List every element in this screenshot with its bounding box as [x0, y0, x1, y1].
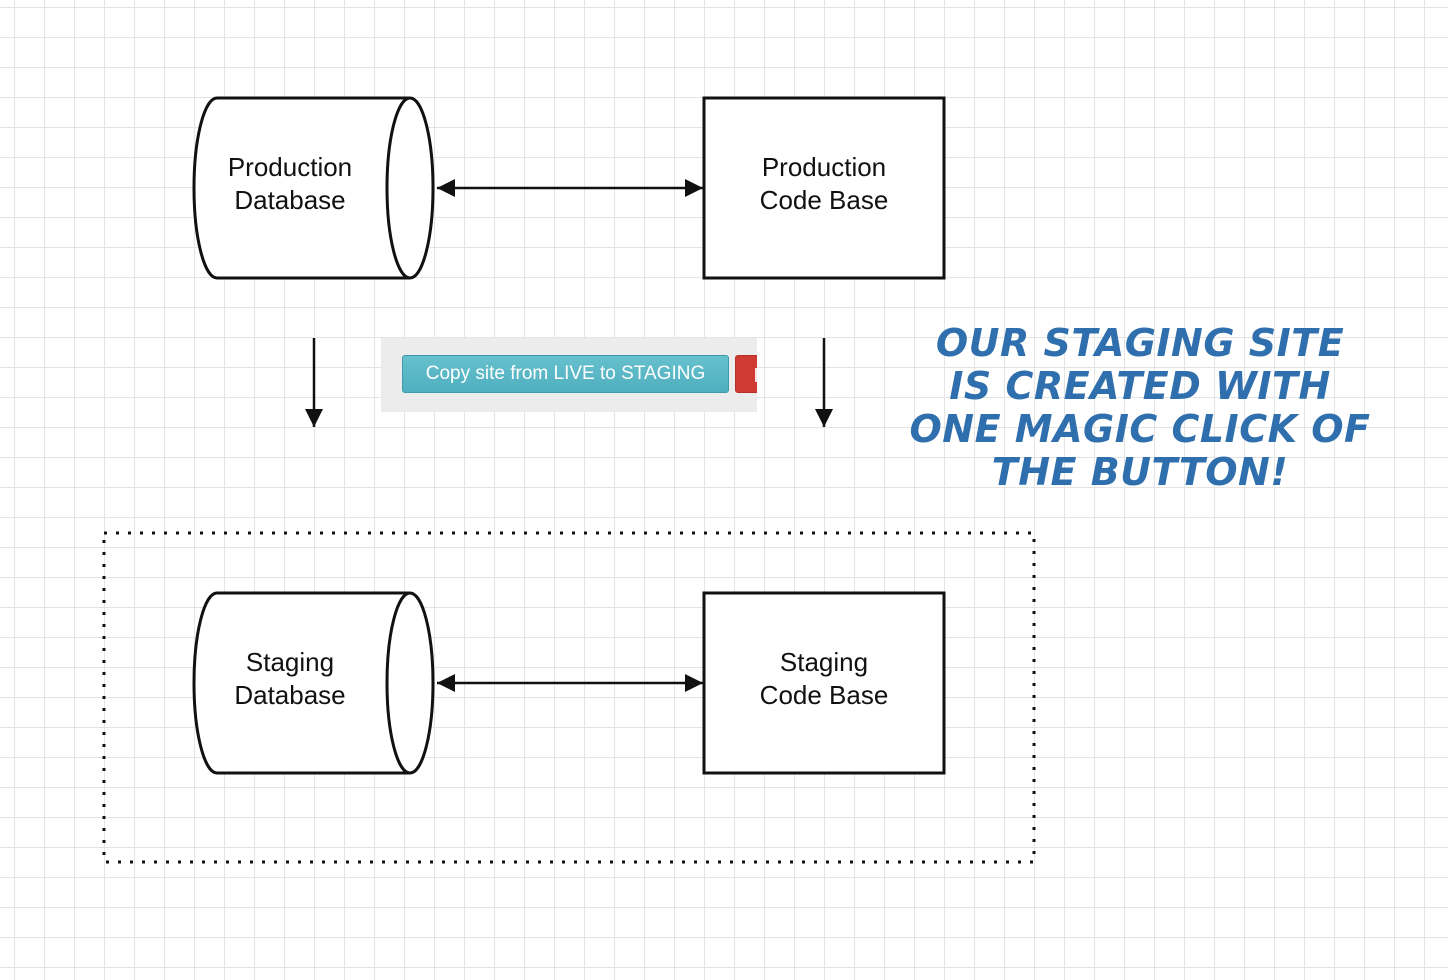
- copy-live-to-staging-button[interactable]: Copy site from LIVE to STAGING: [402, 355, 729, 393]
- node-label: Staging: [780, 647, 868, 677]
- node-label: Production: [762, 152, 886, 182]
- annotation-line: IS CREATED WITH: [949, 364, 1331, 408]
- node-label: Staging: [246, 647, 334, 677]
- annotation-line: THE BUTTON!: [991, 450, 1289, 494]
- production-code-base-node[interactable]: Production Code Base: [702, 96, 946, 280]
- button-screenshot-panel: Copy site from LIVE to STAGING: [381, 338, 757, 412]
- annotation-line: OUR STAGING SITE: [935, 321, 1345, 365]
- node-label: Code Base: [760, 185, 889, 215]
- staging-code-base-node[interactable]: Staging Code Base: [702, 591, 946, 775]
- node-label: Production: [228, 152, 352, 182]
- staging-database-node[interactable]: Staging Database: [192, 591, 435, 775]
- delete-button[interactable]: [735, 355, 757, 393]
- node-label: Code Base: [760, 680, 889, 710]
- annotation-callout: OUR STAGING SITE IS CREATED WITH ONE MAG…: [900, 322, 1380, 494]
- node-label: Database: [234, 680, 345, 710]
- staging-group-boundary: [102, 531, 1036, 864]
- annotation-line: ONE MAGIC CLICK OF: [909, 407, 1371, 451]
- production-database-node[interactable]: Production Database: [192, 96, 435, 280]
- node-label: Database: [234, 185, 345, 215]
